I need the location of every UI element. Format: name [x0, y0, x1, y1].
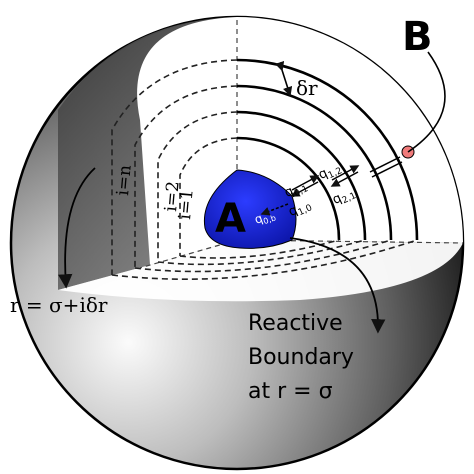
label-outer-radius: r = σ+iδr — [10, 293, 108, 317]
svg-text:q0,b: q0,b — [253, 207, 278, 229]
cutaway-white-wedge — [237, 17, 463, 243]
label-delta-r: δr — [296, 76, 318, 100]
label-b: B — [402, 14, 433, 60]
rate-arrows — [260, 156, 403, 216]
cutaway-floor — [58, 240, 463, 302]
label-shell-2: i=2 — [161, 180, 184, 212]
label-reactive-1: Reactive — [248, 311, 343, 336]
dashed-diagonal-axis — [139, 239, 238, 269]
reactive-boundary-arrow — [289, 237, 386, 334]
rate-q0b: q0,b — [253, 207, 278, 229]
label-shell-n: i=n — [113, 164, 136, 196]
core-a — [203, 169, 297, 249]
shell-arcs-right — [236, 58, 419, 241]
label-reactive-3: at r = σ — [248, 379, 333, 404]
label-shell-1: i=1 — [175, 188, 198, 220]
shell-arcs-left — [111, 59, 238, 275]
delta-r-arrow — [274, 60, 293, 97]
label-a: A — [215, 196, 246, 242]
label-reactive-2: Boundary — [248, 345, 354, 370]
outer-radius-arrow — [58, 167, 96, 289]
particle-b-leader — [407, 51, 446, 153]
